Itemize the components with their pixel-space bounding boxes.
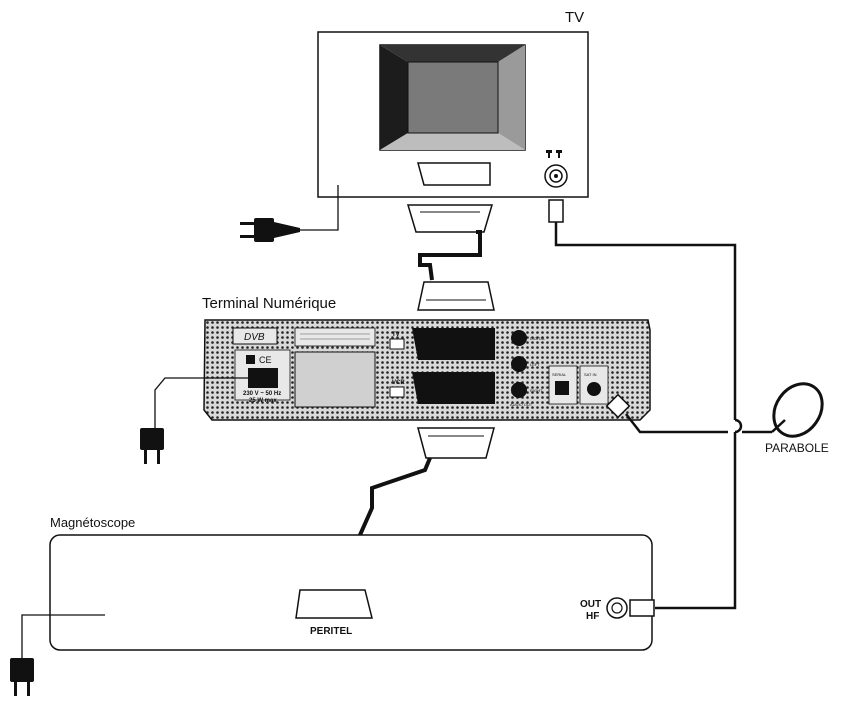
vcr-out-hf-socket [606, 597, 628, 619]
antenna-icon [546, 150, 562, 158]
power-rating-2: 25 W max [249, 398, 277, 404]
class2-icon [246, 355, 255, 364]
scart-plug-icon [406, 204, 494, 233]
port-serial-label: SERIAL [552, 372, 567, 377]
dish-icon [771, 382, 824, 438]
ce-mark: CE [259, 355, 272, 365]
sat-in-plug [605, 393, 631, 419]
terminal-unit: Terminal Numérique DVB CE 230 V ~ 50 Hz … [140, 295, 651, 464]
port-right-label: RIGHT [530, 388, 543, 393]
blank-plate [294, 351, 376, 408]
vcr-unit: Magnétoscope PERITEL OUT HF [10, 515, 653, 696]
port-audio-out-label: AUDIO OUT [510, 402, 533, 407]
audio-jacks: DIGITAL LEFT RIGHT AUDIO OUT [510, 330, 546, 407]
power-plug-icon [10, 658, 34, 696]
dish-label: PARABOLE [765, 441, 829, 455]
sat-in-socket [587, 382, 601, 396]
vcr-power-cord [21, 614, 105, 660]
tv-unit: TV [240, 9, 589, 242]
rf-plug-vcr [629, 599, 655, 617]
serial-port [555, 381, 569, 395]
tv-power-cord [300, 185, 339, 231]
dish-cable: PARABOLE [605, 382, 829, 455]
power-plug-icon [240, 218, 300, 242]
dvb-logo-box [232, 327, 278, 345]
tv-antenna-socket [544, 164, 568, 188]
port-sat-in-label: SAT IN [584, 372, 597, 377]
rf-plug-tv [548, 199, 564, 223]
port-vcr-label: VCR [392, 380, 405, 386]
scart-plug-icon [417, 427, 495, 459]
scart-plug-icon [417, 281, 495, 311]
dvb-logo: DVB [244, 332, 265, 343]
terminal-info-plate [294, 327, 376, 347]
vcr-out-hf-label-1: OUT [580, 599, 601, 610]
vcr-scart-socket [295, 589, 373, 619]
tv-label: TV [565, 9, 584, 26]
mains-inlet [248, 368, 278, 388]
terminal-power-cord [154, 377, 248, 430]
power-rating-1: 230 V ~ 50 Hz [243, 391, 281, 397]
terminal-scart-vcr [412, 372, 495, 404]
terminal-scart-tv [412, 328, 495, 360]
port-left-label: LEFT [530, 362, 540, 367]
vcr-label: Magnétoscope [50, 515, 135, 530]
port-digital-label: DIGITAL [530, 336, 546, 341]
power-plug-icon [140, 428, 164, 464]
port-tv-label: TV [392, 332, 400, 338]
tv-screen [379, 44, 526, 151]
terminal-label: Terminal Numérique [202, 295, 336, 312]
vcr-out-hf-label-2: HF [586, 611, 599, 622]
tv-scart-socket [417, 162, 491, 186]
rf-cable [548, 199, 743, 617]
vcr-peritel-label: PERITEL [310, 626, 352, 637]
scart-cable-tv-terminal [406, 204, 495, 311]
